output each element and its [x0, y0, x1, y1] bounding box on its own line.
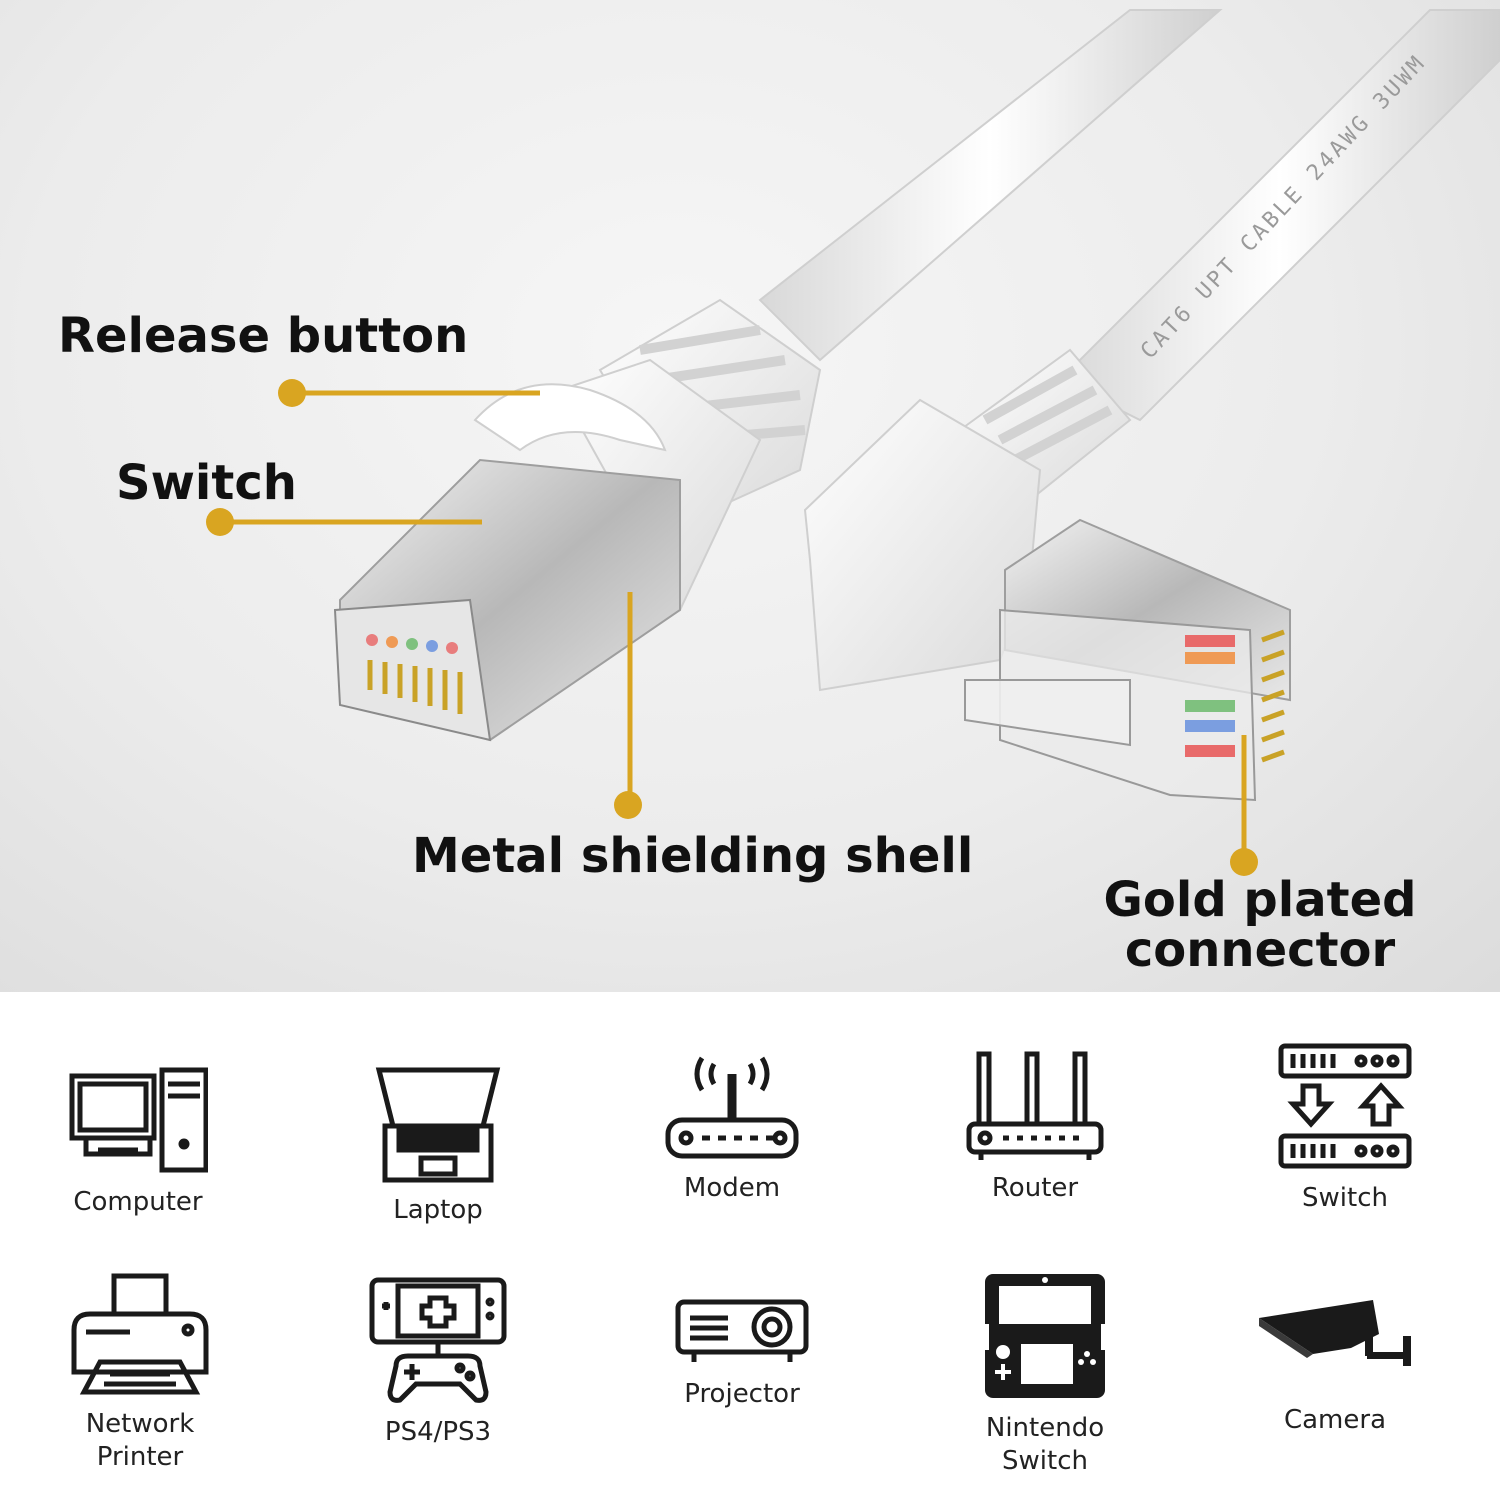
device-modem: Modem: [612, 1050, 852, 1205]
left-cable: [758, 9, 1223, 362]
device-label: Laptop: [393, 1195, 483, 1225]
computer-icon: [69, 1067, 208, 1173]
device-computer: Computer: [18, 1066, 258, 1219]
right-wire-colors: [1185, 635, 1235, 757]
right-cable: [1058, 9, 1500, 422]
device-label: Network Printer: [85, 1409, 195, 1472]
device-router: Router: [915, 1050, 1155, 1205]
device-label: PS4/PS3: [384, 1417, 492, 1447]
release-latch: [473, 383, 667, 452]
network-switch-icon: [1278, 1043, 1412, 1169]
right-latch: [964, 679, 1131, 747]
device-laptop: Laptop: [318, 1066, 558, 1227]
projector-icon: [675, 1299, 809, 1362]
device-label: Router: [991, 1173, 1079, 1203]
device-nintendo: Nintendo Switch: [925, 1270, 1165, 1478]
product-hero: CAT6 UPT CABLE 24AWG 3UWM: [0, 0, 1500, 992]
left-gold-pins: [367, 660, 463, 714]
cable-print: CAT6 UPT CABLE 24AWG 3UWM: [1136, 50, 1431, 364]
release-button-callout: Release button: [58, 308, 469, 364]
device-label: Camera: [1283, 1405, 1387, 1435]
modem-icon: [665, 1056, 799, 1159]
security-camera-icon: [1259, 1300, 1411, 1366]
device-switch: Switch: [1225, 1042, 1465, 1215]
metal-shell-callout: Metal shielding shell: [412, 828, 974, 884]
device-label: Modem: [683, 1173, 781, 1203]
callout-lines: [206, 379, 1258, 876]
router-icon: [966, 1051, 1104, 1160]
left-wire-colors: [366, 634, 458, 654]
right-gold-pins: [1261, 629, 1285, 763]
nintendo-switch-icon: [981, 1274, 1109, 1398]
switch-callout: Switch: [116, 455, 297, 511]
device-label: Nintendo Switch: [985, 1413, 1105, 1476]
laptop-icon: [375, 1067, 501, 1183]
printer-icon: [71, 1273, 209, 1395]
device-projector: Projector: [622, 1298, 862, 1411]
cable-illustration: CAT6 UPT CABLE 24AWG 3UWM: [206, 9, 1500, 876]
device-label: Computer: [73, 1187, 203, 1217]
device-printer: Network Printer: [20, 1272, 260, 1474]
device-camera: Camera: [1215, 1296, 1455, 1437]
gold-connector-callout: Gold plated connector: [1103, 872, 1417, 978]
device-label: Switch: [1302, 1183, 1388, 1213]
device-label: Projector: [684, 1379, 800, 1409]
device-ps: PS4/PS3: [318, 1276, 558, 1449]
game-console-icon: [369, 1277, 507, 1403]
compatible-devices: Computer Laptop Modem Router: [0, 992, 1500, 1500]
